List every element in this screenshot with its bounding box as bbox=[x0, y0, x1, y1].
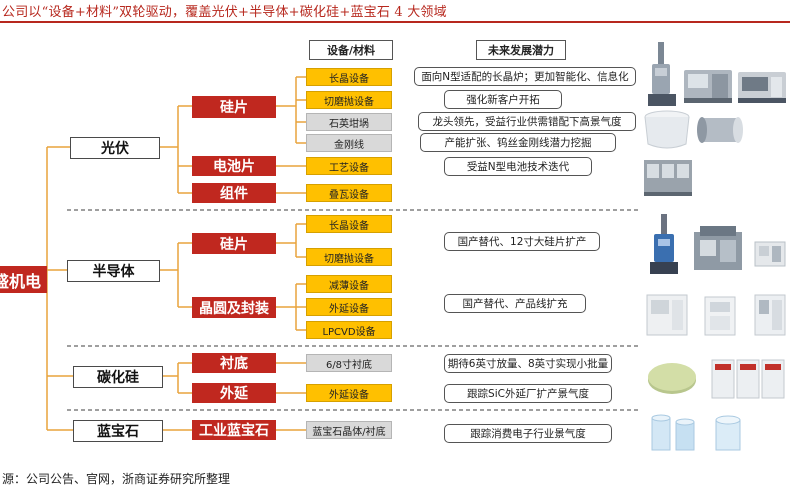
potential-semi-wafer: 国产替代、产品线扩充 bbox=[444, 294, 586, 313]
material-sapphire: 蓝宝石晶体/衬底 bbox=[306, 421, 392, 439]
segment-pv-cell: 电池片 bbox=[192, 156, 276, 176]
potential-pv-wire: 产能扩张、钨丝金刚线潜力挖掘 bbox=[420, 133, 616, 152]
potential-pv-cut: 强化新客户开拓 bbox=[444, 90, 562, 109]
sic-substrate-image bbox=[644, 358, 700, 398]
segment-sapphire-industrial: 工业蓝宝石 bbox=[192, 420, 276, 440]
segment-pv-module: 组件 bbox=[192, 183, 276, 203]
grinding-machine-image bbox=[682, 66, 734, 106]
segment-sic-epi: 外延 bbox=[192, 383, 276, 403]
equipment-semi-thin: 减薄设备 bbox=[306, 275, 392, 293]
segment-pv-silicon: 硅片 bbox=[192, 96, 276, 118]
cell-production-line-image bbox=[642, 154, 694, 200]
root-company: 晶盛机电 bbox=[0, 266, 47, 293]
source-note: 源：公司公告、官网，浙商证券研究所整理 bbox=[2, 470, 230, 487]
equipment-pv-crystal: 长晶设备 bbox=[306, 68, 392, 86]
crystal-furnace-image bbox=[644, 40, 680, 110]
equipment-semi-crystal: 长晶设备 bbox=[306, 215, 392, 233]
potential-pv-crucible: 龙头领先，受益行业供需错配下高景气度 bbox=[418, 112, 636, 131]
equipment-pv-stack: 叠瓦设备 bbox=[306, 184, 392, 202]
header-equipment: 设备/材料 bbox=[309, 40, 393, 60]
category-sic: 碳化硅 bbox=[73, 366, 163, 388]
semi-crystal-furnace-image bbox=[646, 212, 682, 278]
potential-sapphire: 跟踪消费电子行业景气度 bbox=[444, 424, 612, 443]
potential-sic-substrate: 期待6英寸放量、8英寸实现小批量 bbox=[444, 354, 612, 373]
category-pv: 光伏 bbox=[70, 137, 160, 159]
lpcvd-equipment-image bbox=[752, 292, 788, 338]
equipment-semi-lpcvd: LPCVD设备 bbox=[306, 321, 392, 339]
equipment-pv-cut: 切磨抛设备 bbox=[306, 91, 392, 109]
potential-pv-cell: 受益N型电池技术迭代 bbox=[444, 157, 592, 176]
quartz-crucible-image bbox=[642, 108, 692, 152]
thinning-equipment-image bbox=[644, 292, 690, 338]
segment-sic-substrate: 衬底 bbox=[192, 353, 276, 373]
potential-semi-silicon: 国产替代、12寸大硅片扩产 bbox=[444, 232, 600, 251]
header-potential: 未来发展潜力 bbox=[476, 40, 566, 60]
potential-pv-crystal: 面向N型适配的长晶炉；更加智能化、信息化 bbox=[414, 67, 636, 86]
material-pv-wire: 金刚线 bbox=[306, 134, 392, 152]
epitaxy-equipment-image bbox=[702, 294, 738, 338]
polishing-equipment-image bbox=[752, 236, 788, 270]
segment-semi-silicon: 硅片 bbox=[192, 233, 276, 254]
potential-sic-epi: 跟踪SiC外延厂扩产景气度 bbox=[444, 384, 612, 403]
segment-semi-wafer: 晶圆及封装 bbox=[192, 297, 276, 318]
category-semiconductor: 半导体 bbox=[67, 260, 160, 282]
equipment-semi-cut: 切磨抛设备 bbox=[306, 248, 392, 266]
equipment-sic-epi: 外延设备 bbox=[306, 384, 392, 402]
material-sic-substrate: 6/8寸衬底 bbox=[306, 354, 392, 372]
slicing-machine-image bbox=[736, 68, 788, 106]
equipment-semi-epi: 外延设备 bbox=[306, 298, 392, 316]
semi-cutting-equipment-image bbox=[690, 222, 746, 276]
equipment-pv-process: 工艺设备 bbox=[306, 157, 392, 175]
sic-epitaxy-equipment-image bbox=[710, 354, 788, 402]
material-pv-crucible: 石英坩埚 bbox=[306, 113, 392, 131]
sapphire-crystal-image bbox=[646, 410, 702, 456]
category-sapphire: 蓝宝石 bbox=[73, 420, 163, 442]
diamond-wire-image bbox=[696, 110, 744, 150]
sapphire-ingot-image bbox=[708, 414, 748, 454]
